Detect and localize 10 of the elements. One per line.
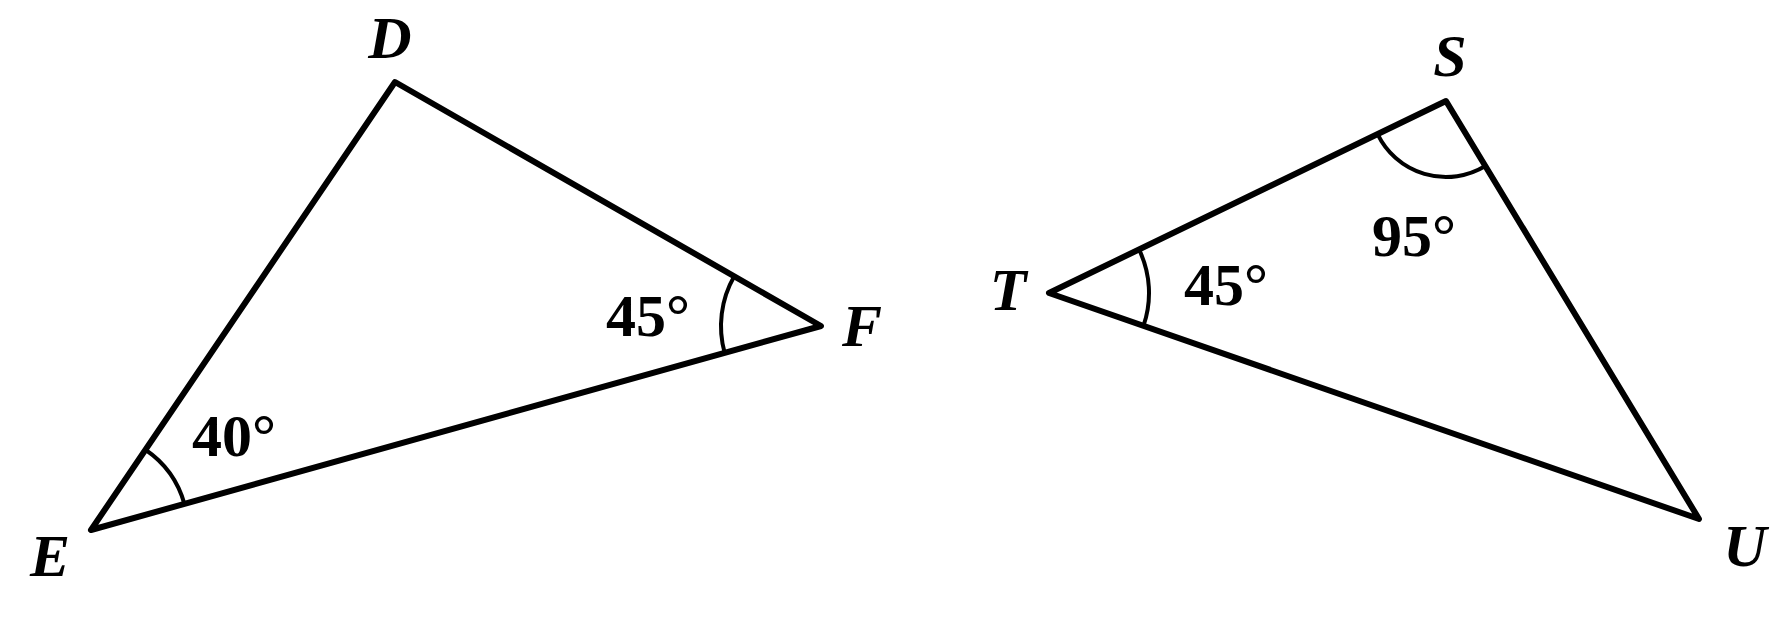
vertex-label: F xyxy=(842,296,882,356)
angle-label: 45° xyxy=(606,286,690,346)
angle-label: 95° xyxy=(1372,206,1456,266)
vertex-label: U xyxy=(1723,516,1767,576)
angle-label: 45° xyxy=(1184,255,1268,315)
vertex-label: E xyxy=(30,526,70,586)
vertex-label: S xyxy=(1433,26,1467,86)
vertex-label: T xyxy=(989,260,1027,320)
vertex-label: D xyxy=(368,8,412,68)
angle-label: 40° xyxy=(192,406,276,466)
